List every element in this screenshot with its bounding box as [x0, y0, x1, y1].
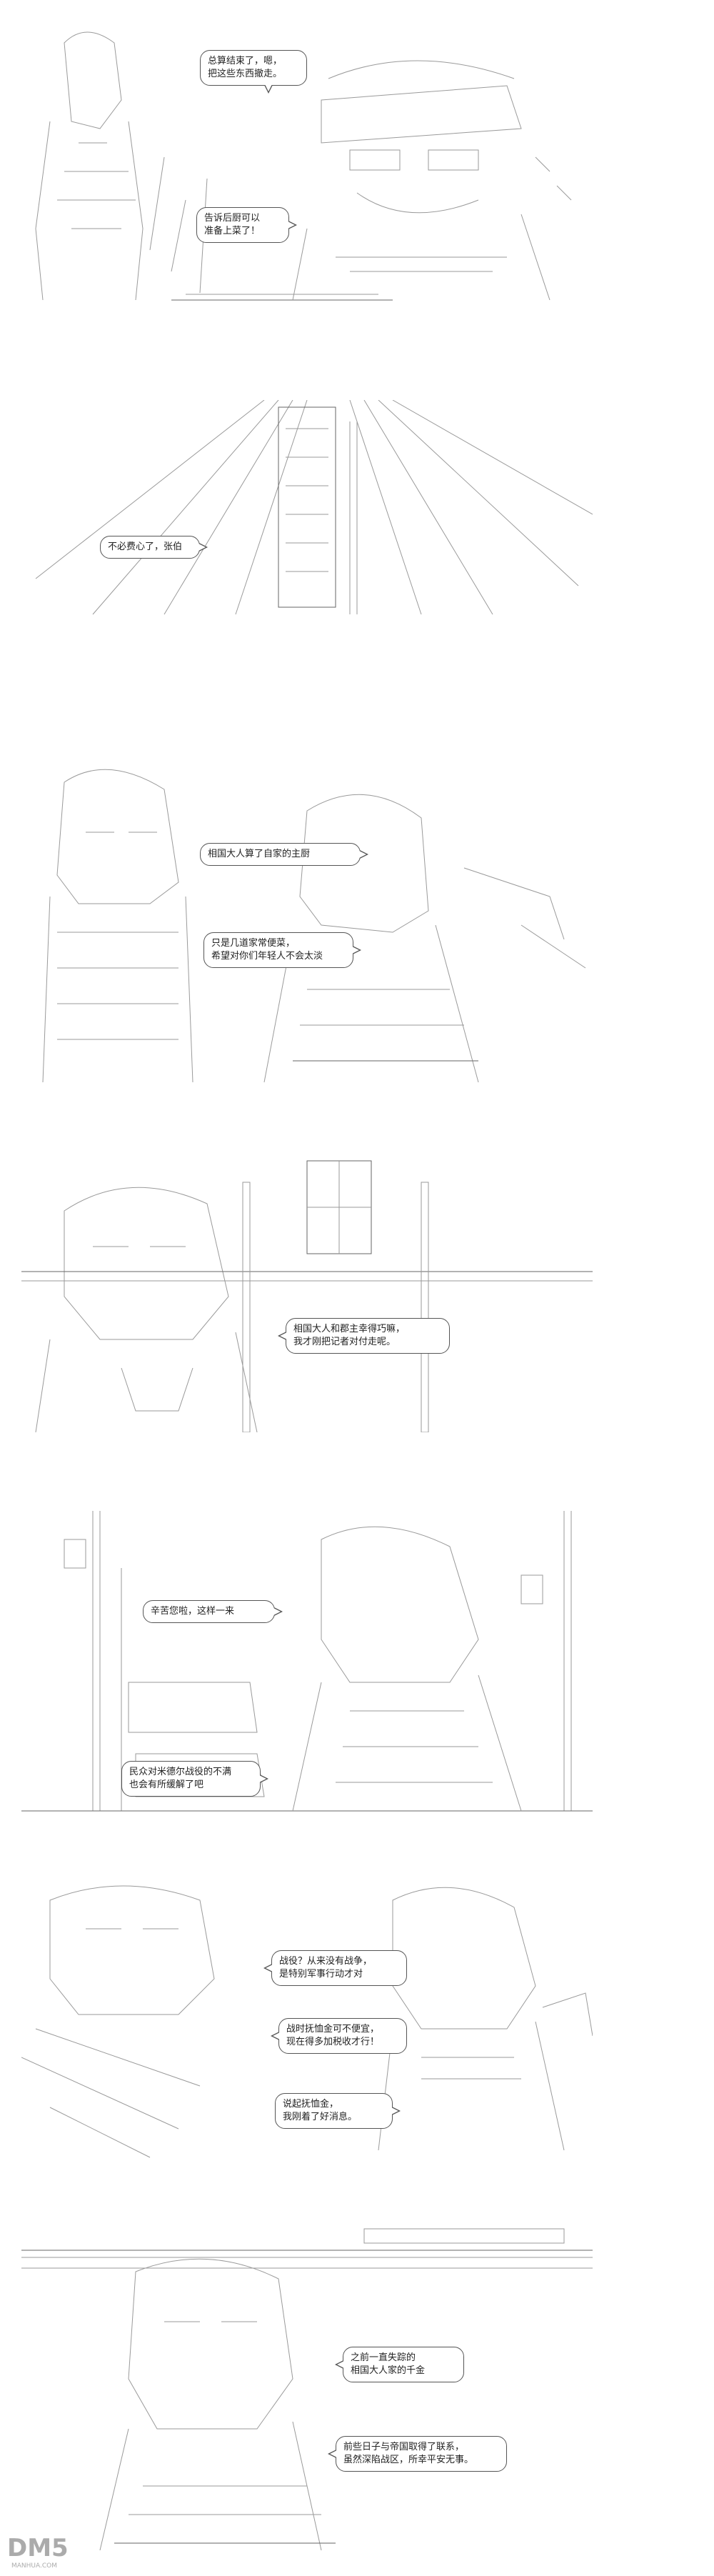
- dm5-watermark-logo: DM5 MANHUA.COM: [4, 2529, 111, 2572]
- speech-bubble: 说起抚恤金， 我刚着了好消息。: [275, 2093, 401, 2129]
- speech-bubble: 民众对米德尔战役的不满 也会有所缓解了吧: [121, 1761, 268, 1797]
- speech-bubble: 不必费心了，张伯: [100, 536, 208, 559]
- watermark-text: DM5: [7, 2534, 69, 2562]
- speech-bubble: 只是几道家常便菜， 希望对你们年轻人不会太淡: [203, 932, 361, 968]
- panel-2: 不必费心了，张伯: [21, 400, 593, 621]
- panel-3: 相国大人算了自家的主厨 只是几道家常便菜， 希望对你们年轻人不会太淡: [21, 754, 593, 1086]
- panel-5: 辛苦您啦，这样一来 民众对米德尔战役的不满 也会有所缓解了吧: [21, 1497, 593, 1832]
- panel-1-ascii-art: [35, 31, 572, 301]
- panel-3-ascii-art: [42, 769, 586, 1083]
- speech-bubble: 辛苦您啦，这样一来: [143, 1600, 283, 1623]
- panel-6-ascii-art: [21, 1885, 593, 2158]
- panel-7: 之前一直失踪的 相国大人家的千金 前些日子与帝国取得了联系， 虽然深陷战区，所幸…: [21, 2200, 593, 2557]
- panel-5-ascii-art: [21, 1511, 593, 1812]
- speech-bubble: 告诉后厨可以 准备上菜了！: [196, 207, 297, 243]
- panel-6: 战役？从来没有战争， 是特别军事行动才对 战时抚恤金可不便宜， 现在得多加税收才…: [21, 1872, 593, 2165]
- speech-bubble: 相国大人和郡主幸得巧嘛， 我才刚把记者对付走呢。: [278, 1318, 450, 1354]
- panel-2-ascii-art: [35, 400, 593, 615]
- panel-4-ascii-art: [21, 1160, 593, 1432]
- speech-bubble: 前些日子与帝国取得了联系， 虽然深陷战区，所幸平安无事。: [328, 2436, 507, 2472]
- speech-bubble: 战时抚恤金可不便宜， 现在得多加税收才行！: [271, 2018, 407, 2054]
- panel-4: 相国大人和郡主幸得巧嘛， 我才刚把记者对付走呢。: [21, 1154, 593, 1432]
- watermark-subtext: MANHUA.COM: [11, 2562, 57, 2570]
- speech-bubble: 之前一直失踪的 相国大人家的千金: [335, 2347, 464, 2382]
- panel-7-ascii-art: [21, 2228, 593, 2551]
- speech-bubble: 战役？从来没有战争， 是特别军事行动才对: [263, 1950, 407, 1986]
- speech-bubble: 总算结束了，嗯， 把这些东西撤走。: [200, 50, 307, 94]
- speech-bubble: 相国大人算了自家的主厨: [200, 843, 368, 866]
- panel-1: 总算结束了，嗯， 把这些东西撤走。 告诉后厨可以 准备上菜了！: [21, 14, 593, 314]
